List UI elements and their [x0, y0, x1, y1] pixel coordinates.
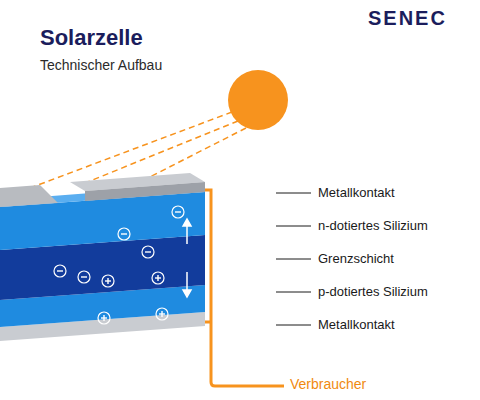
- charge-carriers: [54, 206, 184, 324]
- layer-label: p-dotiertes Silizium: [318, 285, 428, 299]
- hole-symbol: [152, 272, 164, 284]
- title: Solarzelle: [40, 26, 143, 50]
- electron-symbol: [78, 271, 90, 283]
- electron-symbol: [54, 265, 66, 277]
- subtitle: Technischer Aufbau: [40, 58, 162, 73]
- layer-label: Grenzschicht: [318, 252, 394, 266]
- carrier-arrows: [183, 219, 191, 297]
- electron-symbol: [118, 228, 130, 240]
- consumer-label: Verbraucher: [290, 377, 366, 392]
- layer-label: Metallkontakt: [318, 186, 395, 200]
- consumer-wire: [205, 190, 284, 386]
- hole-symbol: [156, 308, 168, 320]
- brand-logo: SENEC: [368, 7, 447, 29]
- layer-label: n-dotiertes Silizium: [318, 219, 428, 233]
- hole-symbol: [102, 275, 114, 287]
- electron-symbol: [172, 206, 184, 218]
- leader-lines: [276, 193, 311, 325]
- light-rays: [30, 112, 246, 188]
- hole-symbol: [98, 312, 110, 324]
- layer-label: Metallkontakt: [318, 318, 395, 332]
- electron-symbol: [142, 246, 154, 258]
- metal-contact-top: [85, 182, 205, 201]
- metal-contact-top: [0, 185, 58, 207]
